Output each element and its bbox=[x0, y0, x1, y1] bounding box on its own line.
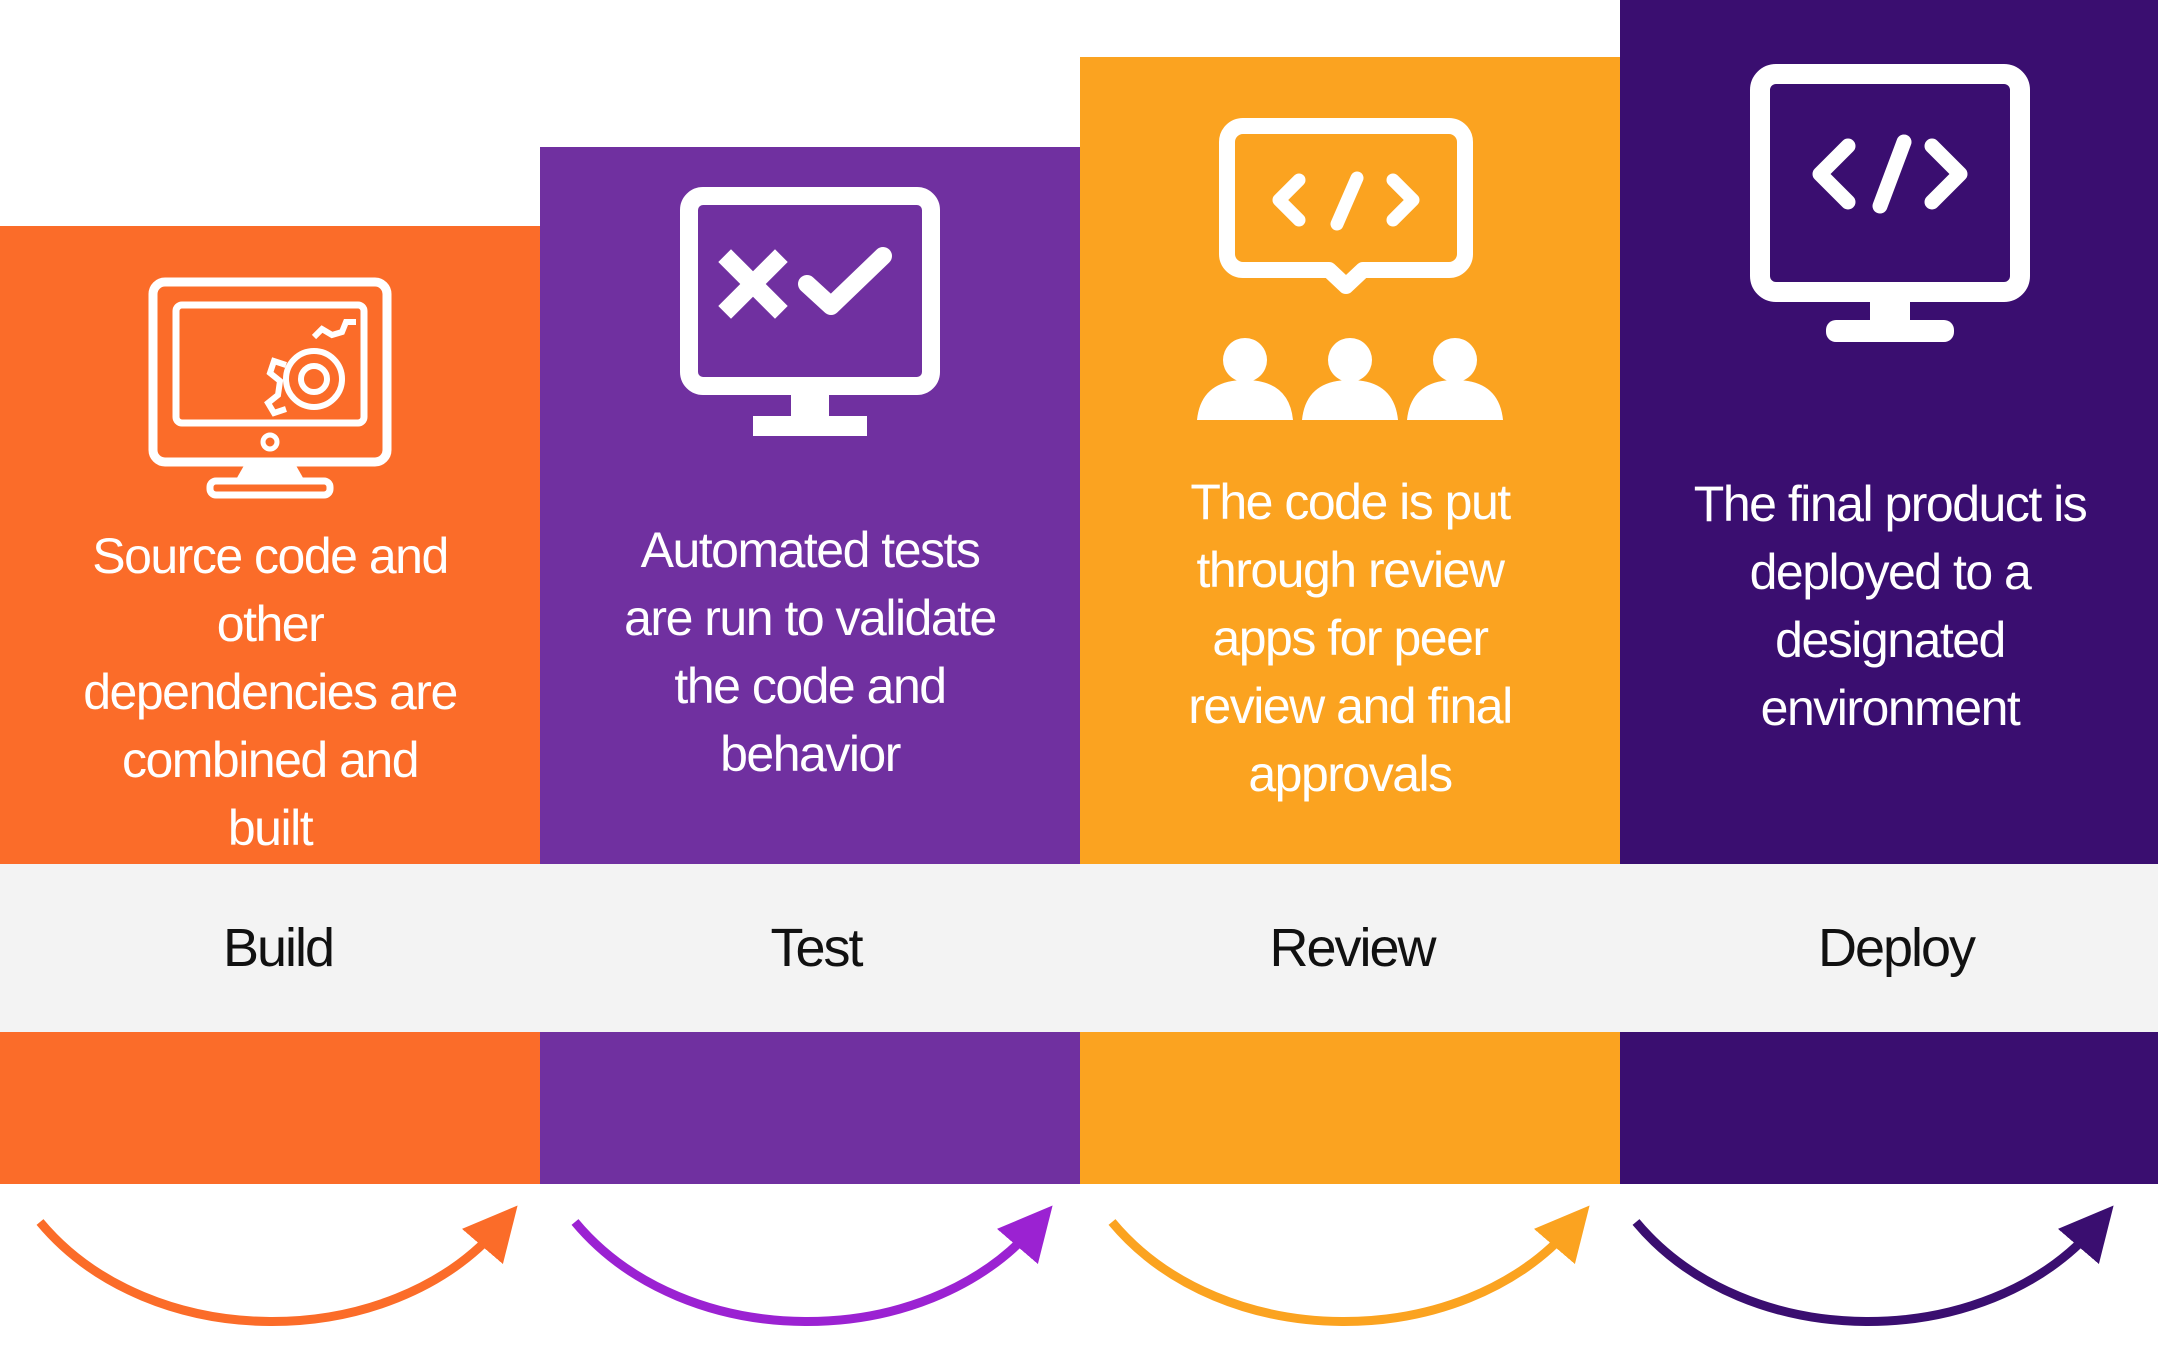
stage-label-build: Build bbox=[222, 918, 335, 978]
test-icon-wrap bbox=[540, 186, 1080, 446]
test-description: Automated tests are run to validate the … bbox=[624, 522, 997, 782]
build-icon-wrap bbox=[0, 275, 540, 505]
test-panel-bottom bbox=[540, 1032, 1080, 1184]
stage-label-deploy: Deploy bbox=[1817, 918, 1976, 978]
monitor-check-icon bbox=[680, 187, 940, 436]
monitor-code-icon bbox=[1750, 64, 2030, 342]
code-review-people-icon bbox=[1197, 118, 1503, 420]
test-panel bbox=[540, 147, 1080, 864]
stage-label-band bbox=[0, 864, 2158, 1032]
flow-arrow-build bbox=[36, 1205, 518, 1326]
stage-label-review: Review bbox=[1269, 918, 1436, 978]
review-panel-bottom bbox=[1080, 1032, 1620, 1184]
flow-arrow-test bbox=[571, 1205, 1053, 1326]
build-panel bbox=[0, 226, 540, 864]
deploy-icon-wrap bbox=[1620, 64, 2158, 342]
deploy-panel-bottom bbox=[1620, 1032, 2158, 1184]
review-icon-wrap bbox=[1080, 118, 1620, 420]
deploy-description: The final product is deployed to a desig… bbox=[1693, 476, 2088, 736]
flow-arrows bbox=[36, 1205, 2114, 1326]
flow-arrow-review bbox=[1108, 1205, 1590, 1326]
review-description: The code is put through review apps for … bbox=[1188, 474, 1513, 802]
build-panel-bottom bbox=[0, 1032, 540, 1184]
monitor-gear-icon bbox=[148, 277, 392, 499]
stage-label-test: Test bbox=[770, 918, 863, 978]
build-description: Source code and other dependencies are c… bbox=[83, 528, 458, 856]
deploy-panel bbox=[1620, 0, 2158, 864]
flow-arrow-deploy bbox=[1632, 1205, 2114, 1326]
